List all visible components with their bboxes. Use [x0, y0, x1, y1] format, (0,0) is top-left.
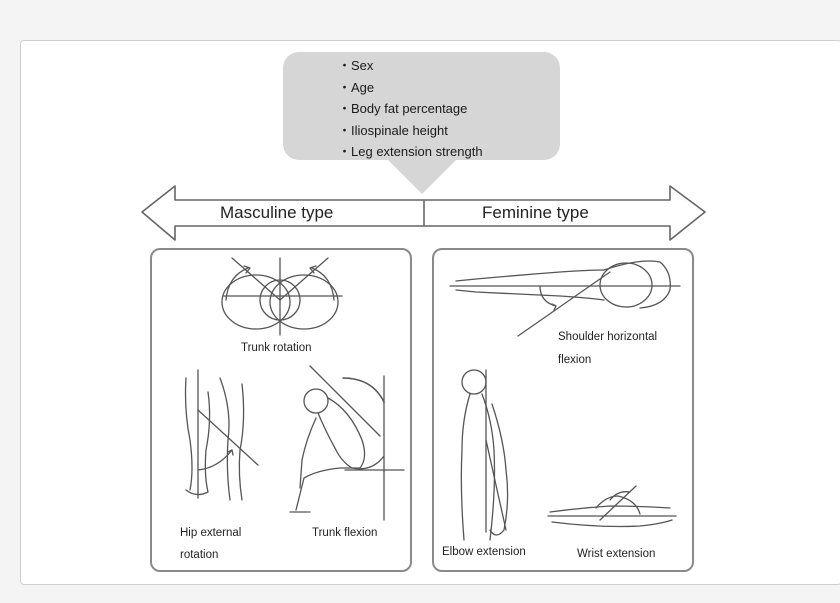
wrist-extension-icon: [548, 486, 676, 527]
shoulder-horizontal-flexion-label-line1: Shoulder horizontal: [558, 331, 658, 343]
trunk-rotation-icon: [222, 258, 342, 335]
feminine-panel: [432, 248, 694, 572]
feminine-type-label: Feminine type: [482, 203, 589, 222]
criteria-item: Age: [340, 77, 483, 99]
trunk-flexion-label: Trunk flexion: [312, 527, 378, 539]
criteria-item: Leg extension strength: [340, 141, 483, 163]
criteria-item: Iliospinale height: [340, 120, 483, 142]
trunk-rotation-label: Trunk rotation: [241, 342, 312, 354]
elbow-extension-label: Elbow extension: [442, 546, 526, 558]
masculine-type-label: Masculine type: [220, 203, 334, 222]
trunk-flexion-icon: [290, 366, 404, 520]
criteria-item: Sex: [340, 55, 483, 77]
criteria-item: Body fat percentage: [340, 98, 483, 120]
criteria-pointer: [388, 160, 456, 194]
shoulder-horizontal-flexion-icon: [450, 261, 680, 336]
masculine-panel: [150, 248, 412, 572]
shoulder-horizontal-flexion-label-line2: flexion: [558, 354, 592, 366]
hip-external-rotation-label-line2: rotation: [180, 549, 219, 561]
wrist-extension-label: Wrist extension: [577, 548, 656, 560]
hip-external-rotation-icon: [186, 370, 259, 500]
hip-external-rotation-label-line1: Hip external: [180, 527, 242, 539]
elbow-extension-icon: [461, 370, 507, 540]
criteria-list: Sex Age Body fat percentage Iliospinale …: [340, 55, 483, 163]
